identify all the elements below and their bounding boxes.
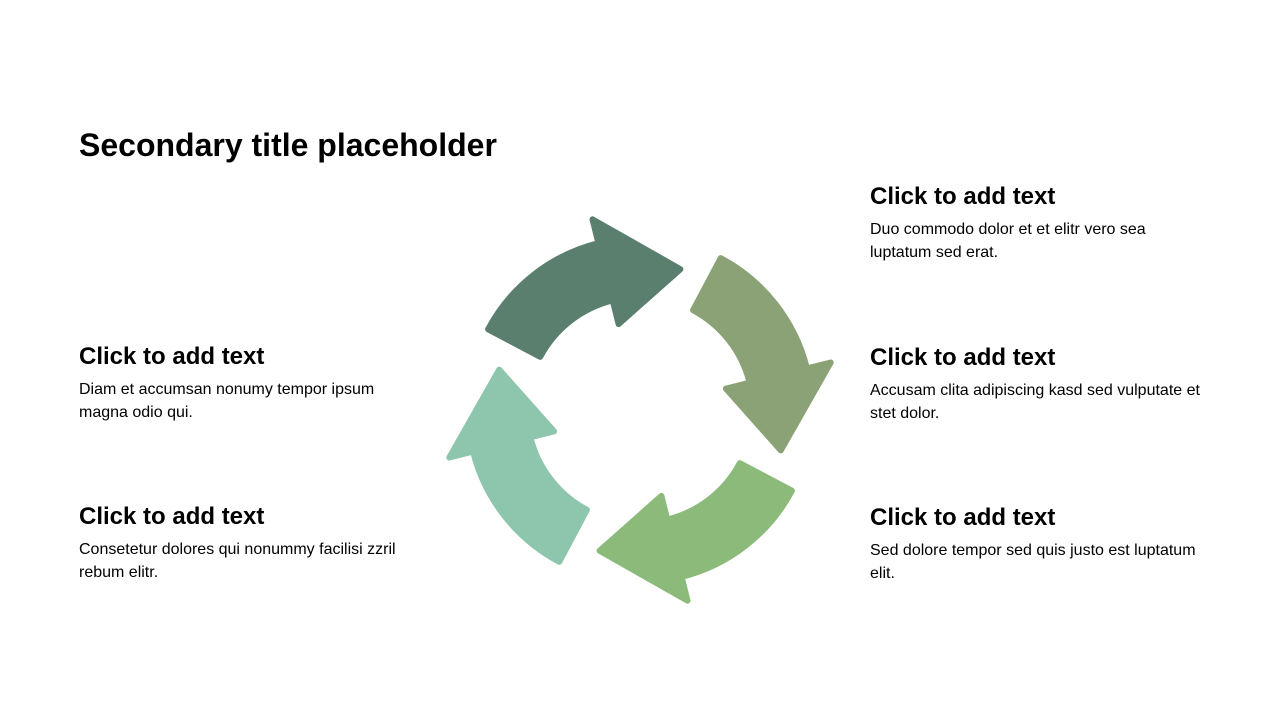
text-block-right-1: Click to add text Duo commodo dolor et e…	[870, 182, 1210, 264]
cycle-arrow-bottom-left[interactable]	[446, 366, 590, 565]
block-body[interactable]: Duo commodo dolor et et elitr vero sea l…	[870, 221, 1146, 261]
block-heading[interactable]: Click to add text	[79, 343, 265, 370]
block-heading[interactable]: Click to add text	[870, 504, 1056, 531]
cycle-diagram	[446, 216, 834, 604]
block-heading[interactable]: Click to add text	[870, 344, 1056, 371]
block-heading[interactable]: Click to add text	[79, 503, 265, 530]
text-block-left-1: Click to add text Diam et accumsan nonum…	[79, 342, 419, 424]
block-heading[interactable]: Click to add text	[870, 183, 1056, 210]
cycle-arrow-top-right[interactable]	[690, 255, 834, 454]
block-body[interactable]: Diam et accumsan nonumy tempor ipsum mag…	[79, 381, 375, 421]
block-body[interactable]: Consetetur dolores qui nonummy facilisi …	[79, 541, 396, 581]
cycle-arrow-bottom-right[interactable]	[596, 460, 795, 604]
text-block-right-3: Click to add text Sed dolore tempor sed …	[870, 503, 1210, 585]
text-block-left-2: Click to add text Consetetur dolores qui…	[79, 502, 419, 584]
cycle-arrow-top-left[interactable]	[485, 216, 684, 360]
slide-title[interactable]: Secondary title placeholder	[79, 127, 497, 163]
text-block-right-2: Click to add text Accusam clita adipisci…	[870, 343, 1210, 425]
block-body[interactable]: Accusam clita adipiscing kasd sed vulput…	[870, 382, 1200, 422]
block-body[interactable]: Sed dolore tempor sed quis justo est lup…	[870, 542, 1196, 582]
cycle-arrows	[446, 216, 834, 604]
